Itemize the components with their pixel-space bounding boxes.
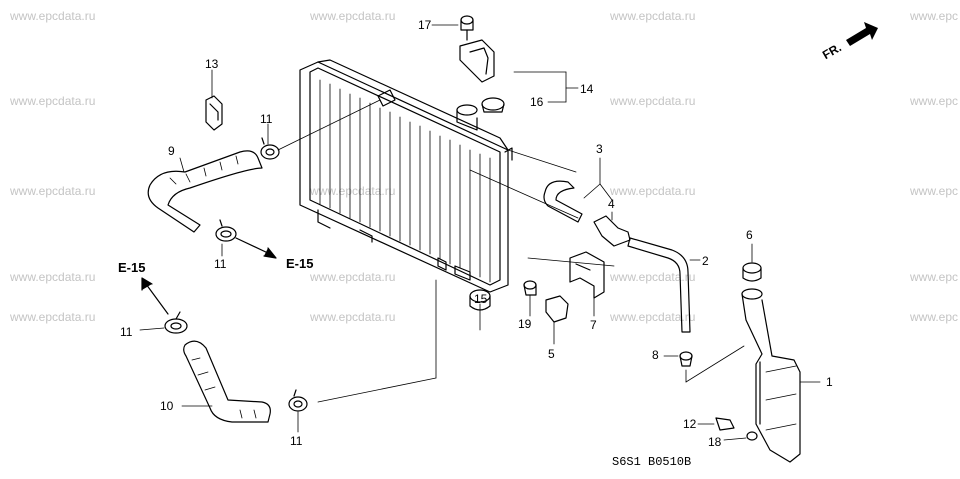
arrow-to-e15 xyxy=(141,277,169,315)
reserve-tank xyxy=(741,288,801,463)
callout-8: 8 xyxy=(652,348,659,362)
clip xyxy=(679,351,693,367)
hose-clamp xyxy=(215,219,237,242)
watermark: www.epcdata.ru xyxy=(10,184,96,198)
radiator xyxy=(299,59,513,293)
callout-7: 7 xyxy=(590,318,597,332)
callout-1: 1 xyxy=(826,375,833,389)
hose-clamp xyxy=(164,311,188,334)
watermark: www.epc xyxy=(910,94,959,108)
bolt xyxy=(460,15,474,41)
front-direction-arrow xyxy=(846,22,878,46)
clip xyxy=(205,95,223,131)
callout-11: 11 xyxy=(260,112,273,126)
watermark: www.epcdata.ru xyxy=(310,9,396,23)
callout-11: 11 xyxy=(214,257,227,271)
callout-18: 18 xyxy=(708,435,722,449)
callout-9: 9 xyxy=(168,144,175,158)
drain-plug xyxy=(746,431,758,441)
watermark: www.epc xyxy=(910,184,959,198)
callout-10: 10 xyxy=(160,399,174,413)
hose-joint xyxy=(593,215,631,247)
watermark: www.epc xyxy=(910,9,959,23)
hose-clamp xyxy=(288,389,308,412)
mount-bracket xyxy=(569,251,605,299)
watermark: www.epcdata.ru xyxy=(610,184,696,198)
callout-12: 12 xyxy=(683,417,697,431)
section-reference[interactable]: E-15 xyxy=(286,256,314,271)
bolt xyxy=(523,280,537,296)
watermark: www.epcdata.ru xyxy=(10,270,96,284)
watermark: www.epcdata.ru xyxy=(10,94,96,108)
watermark: www.epcdata.ru xyxy=(610,270,696,284)
callout-11: 11 xyxy=(290,434,303,448)
cushion xyxy=(481,97,505,113)
callout-11: 11 xyxy=(120,325,133,339)
watermark: www.epcdata.ru xyxy=(310,184,396,198)
callout-3: 3 xyxy=(596,142,603,156)
leader-lines xyxy=(139,24,821,441)
watermark: www.epcdata.ru xyxy=(10,310,96,324)
watermark: www.epcdata.ru xyxy=(610,9,696,23)
callout-19: 19 xyxy=(518,317,532,331)
reserve-tank-hose xyxy=(627,237,691,333)
drain-plug xyxy=(715,417,735,431)
upper-hose xyxy=(147,150,263,233)
lower-hose xyxy=(183,340,271,423)
watermark: www.epcdata.ru xyxy=(310,270,396,284)
callout-2: 2 xyxy=(702,254,709,268)
watermark: www.epcdata.ru xyxy=(310,310,396,324)
callout-6: 6 xyxy=(746,228,753,242)
watermark: www.epc xyxy=(910,310,959,324)
overflow-hose xyxy=(543,180,583,223)
watermark: www.epcdata.ru xyxy=(610,94,696,108)
watermark: www.epcdata.ru xyxy=(10,9,96,23)
arrow-to-e15 xyxy=(235,237,277,259)
drawing-code: S6S1 B0510B xyxy=(612,455,692,469)
callout-16: 16 xyxy=(530,95,544,109)
watermark: www.epc xyxy=(910,270,959,284)
section-reference[interactable]: E-15 xyxy=(118,260,146,275)
watermark: www.epcdata.ru xyxy=(610,310,696,324)
callout-17: 17 xyxy=(418,18,432,32)
callout-4: 4 xyxy=(608,197,615,211)
callout-15: 15 xyxy=(474,292,488,306)
upper-bracket xyxy=(459,39,495,83)
callout-5: 5 xyxy=(548,347,555,361)
callout-14: 14 xyxy=(580,82,594,96)
tank-cap xyxy=(742,262,762,282)
callout-13: 13 xyxy=(205,57,219,71)
hose-clamp xyxy=(260,137,280,160)
clip xyxy=(545,295,569,323)
